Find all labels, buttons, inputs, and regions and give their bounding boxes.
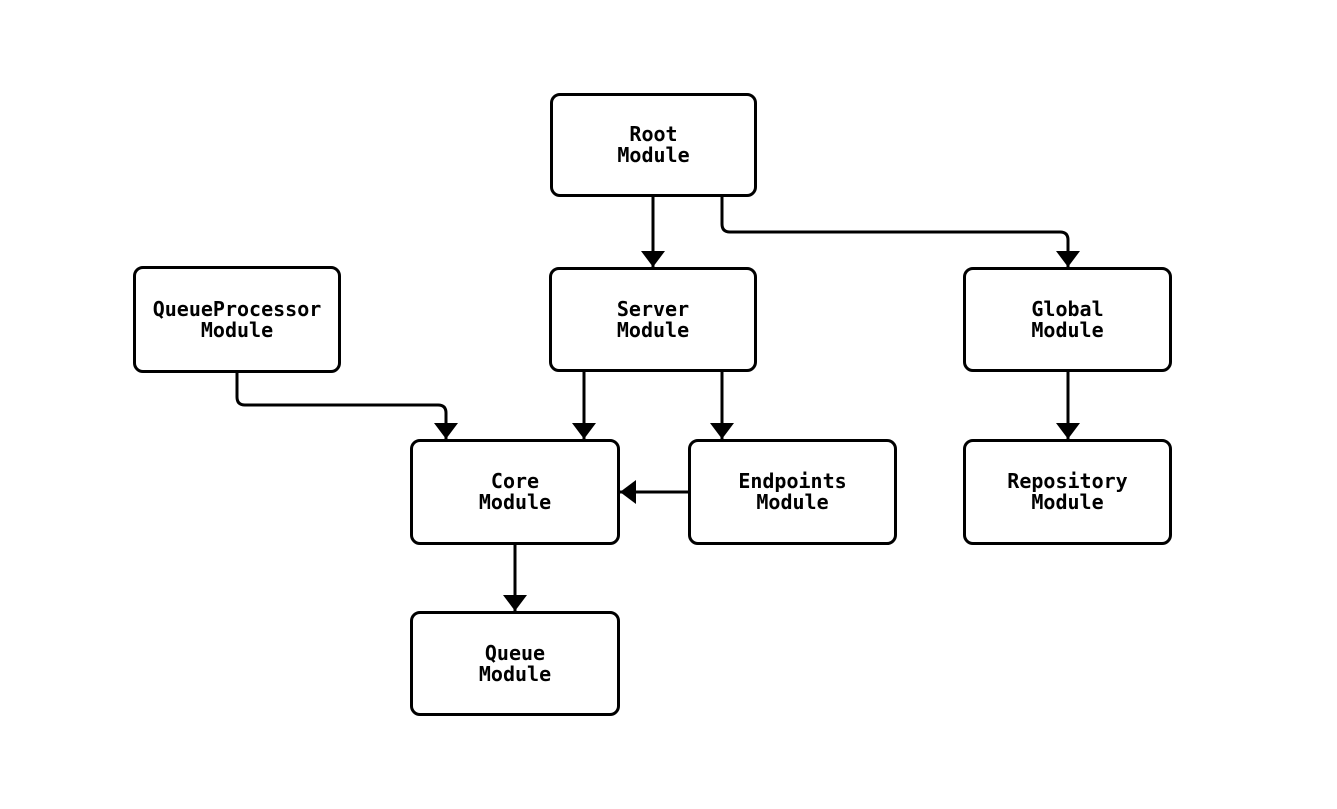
node-root-module-label: Root Module	[617, 122, 690, 167]
node-core-module: Core Module	[410, 439, 620, 545]
node-global-module: Global Module	[963, 267, 1172, 372]
node-server-module: Server Module	[549, 267, 757, 372]
node-repository-module: Repository Module	[963, 439, 1172, 545]
node-server-module-label: Server Module	[616, 296, 690, 342]
node-global-module-label: Global Module	[1031, 296, 1104, 342]
node-endpoints-module: Endpoints Module	[688, 439, 897, 545]
node-queueprocessor-module-label: QueueProcessor Module	[152, 296, 322, 342]
node-repository-module-label: Repository Module	[1007, 469, 1128, 514]
node-queueprocessor-module: QueueProcessor Module	[133, 266, 341, 373]
node-core-module-label: Core Module	[478, 469, 552, 514]
node-queue-module-label: Queue Module	[478, 640, 552, 686]
node-endpoints-module-label: Endpoints Module	[738, 469, 847, 514]
edge-queueprocessor-to-core-arrow	[235, 373, 458, 439]
node-queue-module: Queue Module	[410, 611, 620, 716]
edge-root-to-global-arrow	[720, 197, 1080, 267]
node-root-module: Root Module	[550, 93, 757, 197]
